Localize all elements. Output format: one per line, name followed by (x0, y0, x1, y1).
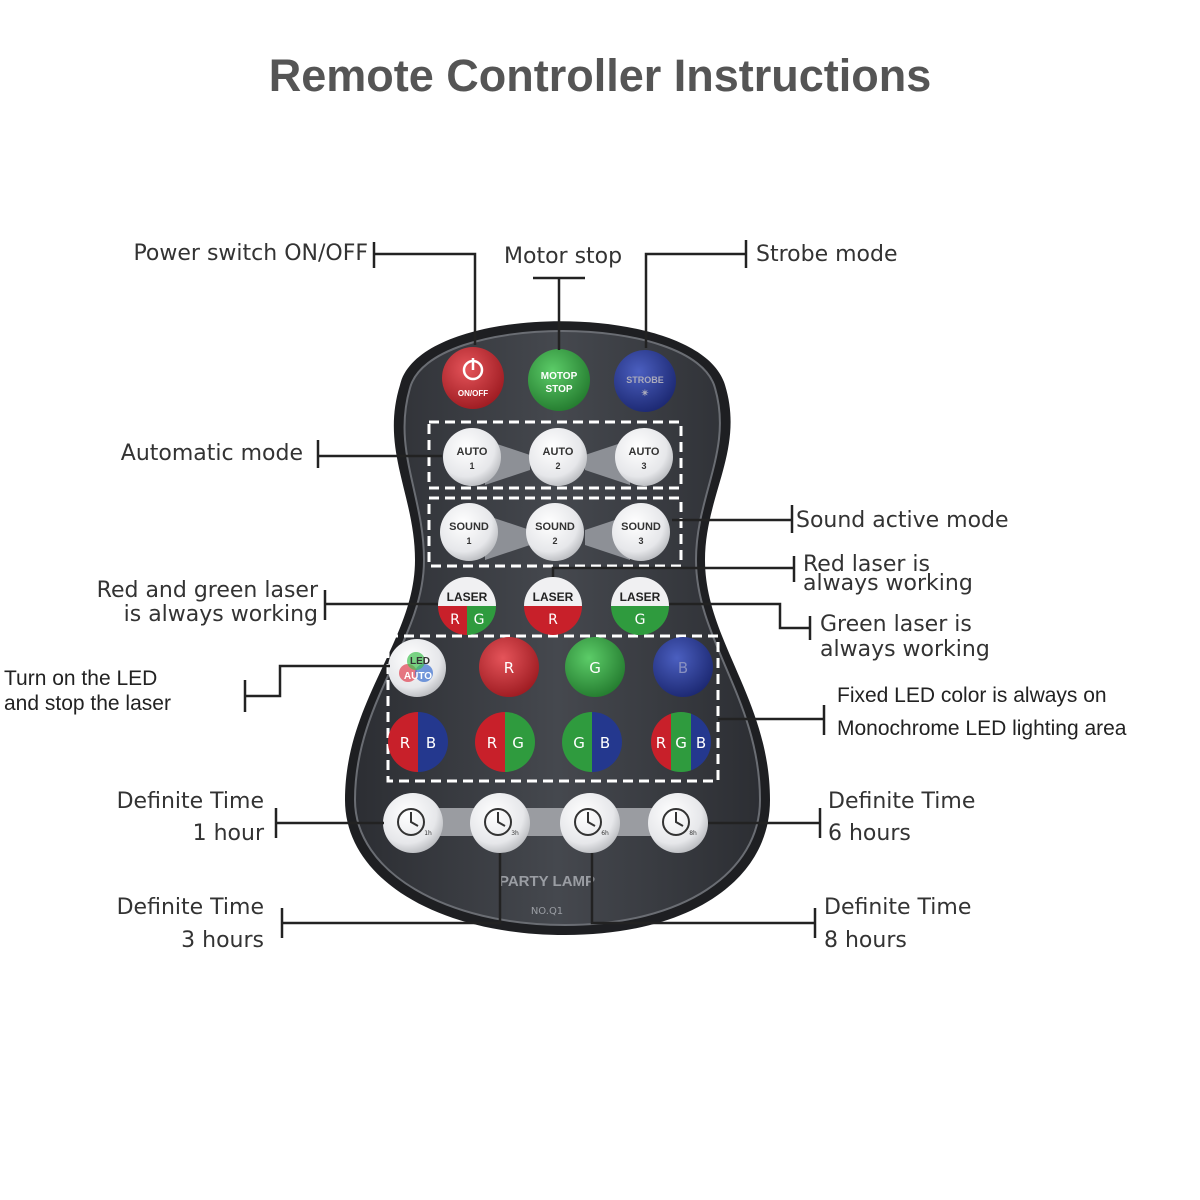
laser-rg-label: LASER (447, 590, 488, 604)
laser-green-button[interactable]: LASER G (611, 577, 669, 635)
strobe-button-label-2: ✴ (641, 388, 649, 398)
led-auto-label-2: AUTO (404, 671, 432, 682)
label-rg-laser-1: Red and green laser (96, 578, 318, 603)
sound-1-label: SOUND (449, 521, 489, 533)
leader-lines (243, 240, 826, 938)
label-t6-2: 6 hours (828, 821, 911, 846)
label-motor: Motor stop (504, 244, 623, 269)
led-rgb-r: R (656, 734, 666, 752)
led-gb-b: B (600, 734, 610, 752)
sound-3-button[interactable]: SOUND 3 (612, 503, 670, 561)
laser-green-label: LASER (620, 590, 661, 604)
led-rg-g: G (512, 734, 524, 752)
timer-8h-sub: 8h (689, 830, 697, 837)
label-red-laser-1: Red laser is (803, 552, 930, 577)
led-auto-label-1: LED (410, 656, 430, 667)
label-automatic: Automatic mode (120, 441, 303, 466)
auto-1-num: 1 (469, 461, 474, 471)
led-rgb-button[interactable]: R G B (651, 712, 711, 772)
timer-6h-button[interactable]: 6h (560, 793, 620, 853)
led-rgb-b: B (696, 734, 706, 752)
led-rgb-g: G (675, 734, 687, 752)
auto-3-num: 3 (641, 461, 646, 471)
led-auto-button[interactable]: LED AUTO (388, 639, 446, 697)
strobe-button-label-1: STROBE (626, 375, 664, 385)
led-gb-button[interactable]: G B (562, 712, 622, 772)
led-blue-label: B (678, 659, 688, 677)
clock-icon (574, 808, 602, 836)
laser-rg-sub-g: G (474, 612, 485, 628)
label-t1-2: 1 hour (192, 821, 264, 846)
timer-1h-sub: 1h (424, 830, 432, 837)
auto-1-button[interactable]: AUTO 1 (443, 428, 501, 486)
auto-3-label: AUTO (629, 446, 660, 458)
led-red-label: R (504, 659, 514, 677)
clock-icon (397, 808, 425, 836)
led-green-button[interactable]: G (565, 637, 625, 697)
motor-stop-button[interactable]: MOTOP STOP (528, 349, 590, 411)
motor-button-label-2: STOP (545, 384, 572, 395)
auto-2-button[interactable]: AUTO 2 (529, 428, 587, 486)
label-fixed-1: Fixed LED color is always on (837, 684, 1107, 707)
strobe-button[interactable]: STROBE ✴ (614, 350, 676, 412)
led-blue-button[interactable]: B (653, 637, 713, 697)
label-t8-1: Definite Time (824, 895, 972, 920)
label-t3-2: 3 hours (181, 928, 264, 953)
power-button[interactable]: ON/OFF (442, 347, 504, 409)
sound-2-label: SOUND (535, 521, 575, 533)
label-sound: Sound active mode (796, 508, 1009, 533)
laser-rg-button[interactable]: LASER R G (438, 577, 496, 635)
label-red-laser-2: always working (803, 571, 973, 596)
led-green-label: G (589, 659, 601, 677)
model-label: NO.Q1 (531, 906, 563, 917)
led-rb-b: B (426, 734, 436, 752)
sound-1-num: 1 (466, 536, 471, 546)
timer-8h-button[interactable]: 8h (648, 793, 708, 853)
clock-icon (662, 808, 690, 836)
laser-rg-sub-r: R (450, 612, 460, 628)
auto-3-button[interactable]: AUTO 3 (615, 428, 673, 486)
laser-red-sub: R (548, 612, 558, 628)
sound-3-label: SOUND (621, 521, 661, 533)
power-button-label: ON/OFF (458, 389, 488, 398)
sound-1-button[interactable]: SOUND 1 (440, 503, 498, 561)
timer-1h-button[interactable]: 1h (383, 793, 443, 853)
page-title: Remote Controller Instructions (268, 50, 932, 101)
laser-red-button[interactable]: LASER R (524, 577, 582, 635)
led-rb-button[interactable]: R B (388, 712, 448, 772)
sound-3-num: 3 (638, 536, 643, 546)
timer-3h-sub: 3h (511, 830, 519, 837)
timer-6h-sub: 6h (601, 830, 609, 837)
label-rg-laser-2: is always working (123, 602, 318, 627)
timer-3h-button[interactable]: 3h (470, 793, 530, 853)
led-red-button[interactable]: R (479, 637, 539, 697)
auto-2-num: 2 (555, 461, 560, 471)
led-rb-r: R (400, 734, 410, 752)
auto-1-label: AUTO (457, 446, 488, 458)
led-rg-r: R (487, 734, 497, 752)
sound-2-button[interactable]: SOUND 2 (526, 503, 584, 561)
sound-2-num: 2 (552, 536, 557, 546)
label-green-laser-2: always working (820, 637, 990, 662)
label-t1-1: Definite Time (116, 789, 264, 814)
label-t8-2: 8 hours (824, 928, 907, 953)
laser-red-label: LASER (533, 590, 574, 604)
label-led-1: Turn on the LED (4, 667, 158, 690)
brand-label: PARTY LAMP (499, 873, 595, 890)
led-group-box (386, 634, 720, 783)
led-gb-g: G (573, 734, 585, 752)
label-led-2: and stop the laser (4, 692, 171, 715)
label-fixed-2: Monochrome LED lighting area (837, 717, 1127, 740)
label-power: Power switch ON/OFF (133, 241, 368, 266)
label-strobe: Strobe mode (756, 242, 898, 267)
label-green-laser-1: Green laser is (820, 612, 972, 637)
label-t6-1: Definite Time (828, 789, 976, 814)
laser-green-sub: G (635, 612, 646, 628)
led-rg-button[interactable]: R G (475, 712, 535, 772)
motor-button-label-1: MOTOP (541, 371, 578, 382)
label-t3-1: Definite Time (116, 895, 264, 920)
auto-2-label: AUTO (543, 446, 574, 458)
clock-icon (484, 808, 512, 836)
